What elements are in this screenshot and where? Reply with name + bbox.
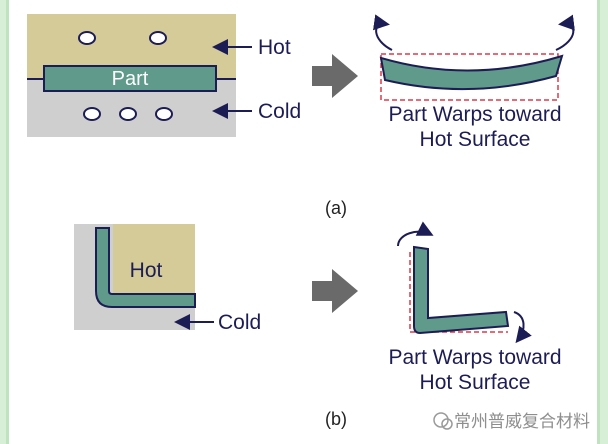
warped-part-b [397, 221, 532, 344]
warp-text-b-line2: Hot Surface [420, 371, 531, 394]
transition-arrow-a [312, 54, 358, 98]
cold-channel-circle [83, 107, 101, 121]
warp-text-b-line1: Part Warps toward [388, 346, 561, 369]
warp-text-a-line2: Hot Surface [420, 128, 531, 151]
hot-surface-b [113, 224, 195, 294]
hot-channel-circle [149, 31, 167, 45]
transition-arrow-b [312, 269, 358, 313]
part-label: Part [112, 68, 149, 90]
panel-b-mold [74, 224, 196, 330]
cold-channel-circle [155, 107, 173, 121]
cold-channel-circle [119, 107, 137, 121]
watermark-text: 常州普威复合材料 [454, 412, 590, 432]
warped-part-a [372, 14, 575, 101]
cold-label-a: Cold [258, 100, 301, 123]
part-a [43, 65, 217, 92]
cold-label-b: Cold [218, 311, 261, 334]
wechat-icon [433, 412, 449, 428]
caption-a: (a) [325, 198, 347, 218]
l-part-b [95, 227, 196, 308]
hot-label-b: Hot [130, 259, 163, 282]
warp-text-a-line1: Part Warps toward [388, 103, 561, 126]
hot-label-a: Hot [258, 36, 291, 59]
panel-a-mold: Part [27, 14, 236, 137]
watermark: 常州普威复合材料 [433, 412, 590, 432]
caption-b: (b) [325, 409, 347, 429]
hot-channel-circle [78, 31, 96, 45]
